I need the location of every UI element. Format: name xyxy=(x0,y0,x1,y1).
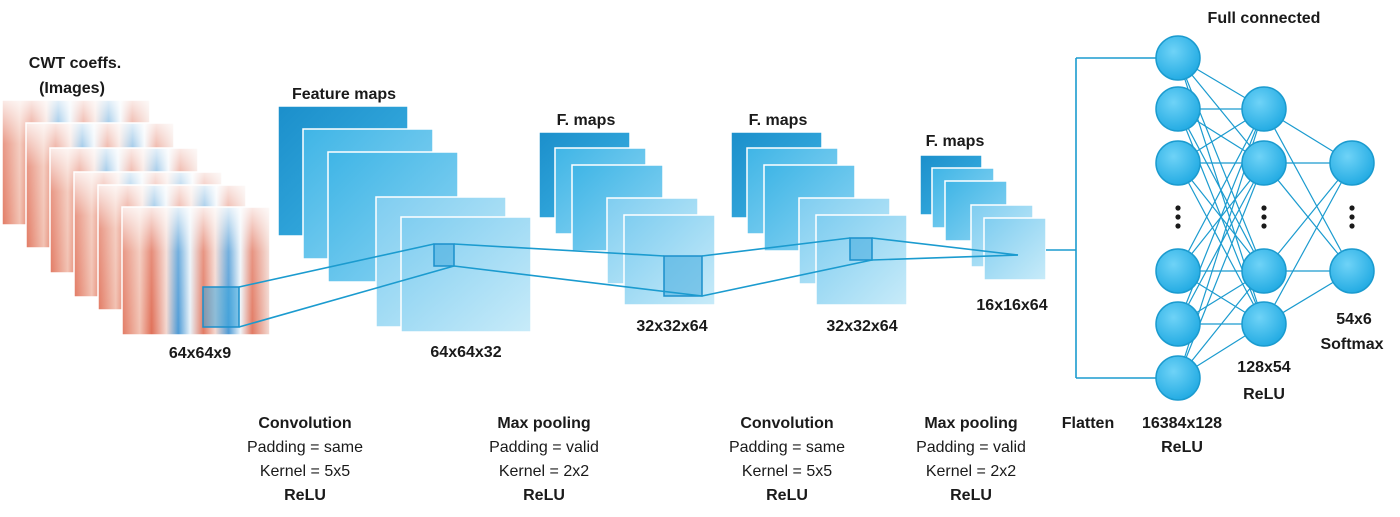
flatten-bracket xyxy=(1046,57,1158,379)
operation-title: Convolution xyxy=(258,415,351,432)
fc-layer1-neuron xyxy=(1155,86,1201,132)
fc-layer2-neuron xyxy=(1241,301,1287,347)
pool-window xyxy=(433,243,455,267)
fc-title: Full connected xyxy=(1208,10,1321,27)
operation-activation: ReLU xyxy=(766,487,808,504)
conv2-size-label: 32x32x64 xyxy=(826,318,897,335)
operation-activation: ReLU xyxy=(950,487,992,504)
input-image-stack xyxy=(1,99,271,336)
fc-layer2-neuron xyxy=(1241,248,1287,294)
fc-layer2-activation: ReLU xyxy=(1243,386,1285,403)
operation-kernel: Kernel = 2x2 xyxy=(926,463,1016,480)
fc-layer3-activation: Softmax xyxy=(1320,336,1383,353)
feature-maps-label: Feature maps xyxy=(292,86,396,103)
fc-neurons xyxy=(1155,35,1375,401)
conv1-size-label: 64x64x32 xyxy=(430,344,501,361)
fmaps-label-3: F. maps xyxy=(926,133,985,150)
fc-layer2-neuron xyxy=(1241,140,1287,186)
conv1-feature-map-stack xyxy=(277,105,532,333)
operation-title: Max pooling xyxy=(497,415,590,432)
conv2-feature-map-stack xyxy=(730,131,908,306)
fc-layer1-activation: ReLU xyxy=(1161,439,1203,456)
input-title-line2: (Images) xyxy=(39,80,105,97)
fc-layer1-neuron xyxy=(1155,355,1201,401)
weight-connection xyxy=(1263,162,1353,272)
operation-caption: Max pooling Padding = valid Kernel = 2x2… xyxy=(916,415,1026,504)
conv-kernel-window xyxy=(202,286,240,328)
operation-kernel: Kernel = 5x5 xyxy=(260,463,350,480)
fmaps-label-1: F. maps xyxy=(557,112,616,129)
input-image-front xyxy=(121,206,271,336)
operation-padding: Padding = valid xyxy=(489,439,599,456)
fc-layer1-neuron xyxy=(1155,301,1201,347)
ellipsis-layer3 xyxy=(1349,205,1355,229)
fc-layer3-neuron xyxy=(1329,248,1375,294)
ellipsis-layer1 xyxy=(1175,205,1181,229)
weight-connection xyxy=(1177,270,1265,379)
pool2-size-label: 16x16x64 xyxy=(976,297,1047,314)
input-size-label: 64x64x9 xyxy=(169,345,231,362)
operation-title: Convolution xyxy=(740,415,833,432)
fc-layer3-size: 54x6 xyxy=(1336,311,1372,328)
stage-connectors xyxy=(238,237,1019,328)
fc-layer1-neuron xyxy=(1155,248,1201,294)
ellipsis-layer2 xyxy=(1261,205,1267,229)
operation-activation: ReLU xyxy=(284,487,326,504)
operation-activation: ReLU xyxy=(523,487,565,504)
weight-connection xyxy=(1177,108,1265,272)
pool1-size-label: 32x32x64 xyxy=(636,318,707,335)
feature-map-front xyxy=(400,216,532,333)
operation-padding: Padding = valid xyxy=(916,439,1026,456)
operation-padding: Padding = same xyxy=(247,439,363,456)
operation-kernel: Kernel = 5x5 xyxy=(742,463,832,480)
operation-caption: Convolution Padding = same Kernel = 5x5 … xyxy=(729,415,845,504)
fc-layer1-neuron xyxy=(1155,35,1201,81)
fc-layer1-neuron xyxy=(1155,140,1201,186)
weight-connection xyxy=(1263,108,1353,272)
input-title-line1: CWT coeffs. xyxy=(29,55,121,72)
operation-title: Max pooling xyxy=(924,415,1017,432)
fc-layer1-size: 16384x128 xyxy=(1142,415,1222,432)
pool1-feature-map-stack xyxy=(538,131,716,306)
operation-padding: Padding = same xyxy=(729,439,845,456)
feature-map-front xyxy=(983,217,1047,281)
fc-layer3-neuron xyxy=(1329,140,1375,186)
fmaps-label-2: F. maps xyxy=(749,112,808,129)
operation-caption: Convolution Padding = same Kernel = 5x5 … xyxy=(247,415,363,504)
operation-caption: Max pooling Padding = valid Kernel = 2x2… xyxy=(489,415,599,504)
fc-layer2-neuron xyxy=(1241,86,1287,132)
pool2-feature-map-stack xyxy=(919,154,1047,281)
flatten-label: Flatten xyxy=(1062,415,1114,432)
weight-connection xyxy=(1263,162,1353,325)
conv-kernel-window xyxy=(663,255,703,297)
weight-connection xyxy=(1177,162,1265,379)
pool-window xyxy=(849,237,873,261)
operation-kernel: Kernel = 2x2 xyxy=(499,463,589,480)
fc-layer2-size: 128x54 xyxy=(1237,359,1290,376)
